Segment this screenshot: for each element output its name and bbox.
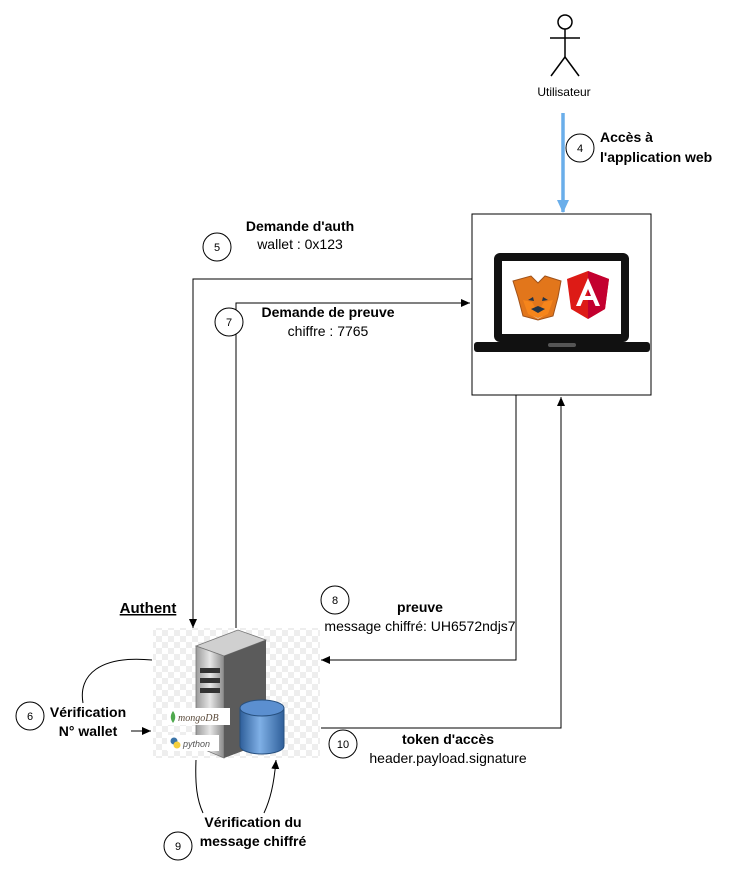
svg-text:4: 4 <box>577 143 583 155</box>
step-6-badge: 6 <box>15 701 45 731</box>
auth-request-arrow <box>189 278 472 628</box>
svg-text:python: python <box>182 739 210 749</box>
auth-server: mongoDB python <box>153 628 320 759</box>
web-app-box <box>471 213 652 396</box>
step-10-badge: 10 <box>328 729 358 759</box>
step-8-badge: 8 <box>320 585 350 615</box>
python-logo: python <box>167 735 219 751</box>
database-icon <box>239 699 285 755</box>
proof-arrow <box>321 395 517 664</box>
step-5-badge: 5 <box>202 232 232 262</box>
step-4-title-line2: l'application web <box>600 149 712 165</box>
step-5-detail: wallet : 0x123 <box>256 236 343 252</box>
step-8-detail: message chiffré: UH6572ndjs7 <box>324 618 515 634</box>
step-6-title-line2: N° wallet <box>59 723 118 739</box>
step-10-detail: header.payload.signature <box>369 750 526 766</box>
step-9-title-line2: message chiffré <box>200 833 307 849</box>
svg-text:5: 5 <box>214 242 220 254</box>
step-7-detail: chiffre : 7765 <box>288 323 369 339</box>
proof-request-arrow <box>235 299 470 628</box>
token-arrow <box>321 397 565 729</box>
svg-text:6: 6 <box>27 711 33 723</box>
metamask-icon <box>512 275 562 321</box>
mongodb-logo: mongoDB <box>167 708 230 725</box>
svg-text:mongoDB: mongoDB <box>178 713 219 724</box>
step-4-title: Accès à <box>600 129 653 145</box>
user-actor: Utilisateur <box>537 14 591 99</box>
step-6-title: Vérification <box>50 704 126 720</box>
step-9-badge: 9 <box>163 831 193 861</box>
svg-text:9: 9 <box>175 841 181 853</box>
svg-text:8: 8 <box>332 595 338 607</box>
message-check-loop <box>195 759 204 814</box>
step-5-title: Demande d'auth <box>246 218 354 234</box>
svg-text:10: 10 <box>337 739 349 751</box>
wallet-check-loop <box>81 658 153 704</box>
message-check-arrow <box>263 759 280 814</box>
step-9-title: Vérification du <box>204 814 301 830</box>
step-7-badge: 7 <box>214 307 244 337</box>
stick-figure-icon <box>550 14 580 77</box>
server-label: Authent <box>120 600 177 617</box>
svg-text:7: 7 <box>226 317 232 329</box>
step-8-title: preuve <box>397 599 443 615</box>
step-7-title: Demande de preuve <box>261 304 394 320</box>
step-10-title: token d'accès <box>402 731 494 747</box>
actor-label: Utilisateur <box>537 85 590 99</box>
step-4-badge: 4 <box>565 133 595 163</box>
angular-icon <box>567 271 609 319</box>
laptop-icon <box>474 253 650 352</box>
